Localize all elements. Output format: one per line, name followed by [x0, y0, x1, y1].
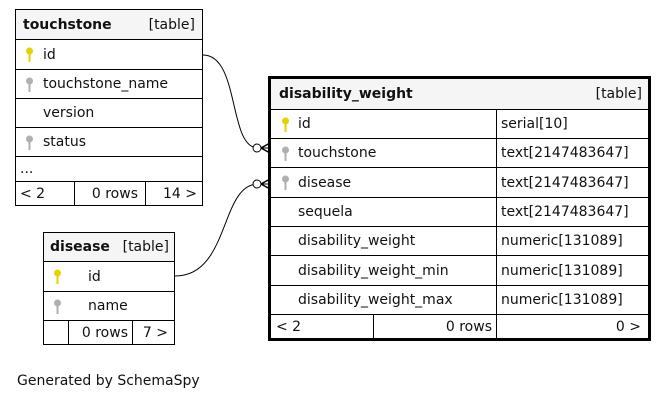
column-row: disease text[2147483647]: [271, 167, 648, 197]
table-tag: [table]: [122, 239, 169, 255]
column-type: serial[10]: [501, 116, 568, 132]
divider: [496, 198, 497, 226]
divider: [74, 182, 75, 205]
column-type: numeric[131089]: [501, 262, 623, 279]
column-name: disability_weight_max: [298, 292, 453, 308]
divider: [496, 110, 497, 138]
column-row: disability_weight_max numeric[131089]: [271, 285, 648, 314]
divider: [132, 321, 133, 344]
column-type: text[2147483647]: [501, 204, 629, 220]
column-name: id: [298, 116, 311, 132]
children-count: 14 >: [163, 185, 197, 202]
divider: [496, 227, 497, 255]
disability-weight-table: disability_weight [table] id serial[10] …: [268, 76, 651, 341]
divider: [496, 315, 497, 338]
more-columns-row: ...: [16, 156, 202, 181]
more-columns: ...: [20, 161, 34, 177]
column-type: text[2147483647]: [501, 145, 629, 161]
touchstone-link: [202, 54, 270, 149]
column-type: text[2147483647]: [501, 174, 629, 191]
table-tag: [table]: [148, 16, 195, 33]
table-header: disease [table]: [44, 233, 174, 261]
column-name: name: [88, 298, 128, 314]
table-name: disease: [50, 239, 110, 255]
divider: [496, 139, 497, 167]
divider: [145, 182, 146, 205]
primary-key-icon: [25, 47, 34, 63]
column-row: status: [16, 127, 202, 156]
column-name: id: [43, 46, 56, 63]
column-name: status: [43, 134, 87, 150]
column-row: version: [16, 98, 202, 127]
column-name: sequela: [298, 204, 353, 220]
disease-table: disease [table] id name 0 rows 7 >: [43, 232, 175, 345]
column-row: id: [16, 39, 202, 69]
row-count: 0 rows: [91, 185, 138, 202]
column-type: numeric[131089]: [501, 292, 623, 308]
parents-count: < 2: [20, 185, 46, 202]
column-row: name: [44, 291, 174, 320]
column-name: disease: [298, 174, 352, 191]
primary-key-icon: [281, 117, 290, 133]
index-key-icon: [53, 299, 62, 315]
column-name: touchstone: [298, 145, 377, 161]
table-name: disability_weight: [279, 86, 413, 102]
disease-link: [174, 183, 270, 277]
row-count: 0 rows: [445, 318, 492, 335]
table-footer: 0 rows 7 >: [44, 320, 174, 344]
column-type: numeric[131089]: [501, 233, 623, 249]
table-footer: < 2 0 rows 14 >: [16, 181, 202, 205]
table-footer: < 2 0 rows 0 >: [271, 314, 648, 338]
column-row: touchstone text[2147483647]: [271, 138, 648, 167]
column-row: id: [44, 261, 174, 291]
table-name: touchstone: [23, 16, 112, 33]
divider: [373, 315, 374, 338]
touchstone-table: touchstone [table] id touchstone_name ve…: [15, 9, 203, 206]
table-tag: [table]: [595, 86, 642, 102]
column-row: disability_weight_min numeric[131089]: [271, 255, 648, 285]
table-header: touchstone [table]: [16, 10, 202, 39]
children-count: 7 >: [142, 324, 168, 341]
index-key-icon: [281, 175, 290, 191]
column-row: sequela text[2147483647]: [271, 197, 648, 226]
primary-key-icon: [53, 269, 62, 285]
index-key-icon: [25, 135, 34, 151]
children-count: 0 >: [615, 318, 641, 335]
divider: [496, 286, 497, 314]
column-name: id: [88, 268, 101, 285]
index-key-icon: [281, 146, 290, 162]
column-name: disability_weight_min: [298, 262, 449, 279]
table-header: disability_weight [table]: [271, 79, 648, 109]
touchstone-link-origin: [252, 143, 262, 153]
generated-by-label: Generated by SchemaSpy: [17, 373, 200, 389]
row-count: 0 rows: [81, 324, 128, 341]
parents-count: < 2: [276, 318, 302, 335]
column-name: touchstone_name: [43, 76, 169, 92]
disease-link-origin: [252, 179, 262, 189]
column-row: id serial[10]: [271, 109, 648, 138]
divider: [68, 321, 69, 344]
column-name: disability_weight: [298, 233, 416, 249]
column-name: version: [43, 105, 95, 121]
index-key-icon: [25, 77, 34, 93]
divider: [496, 168, 497, 197]
divider: [496, 256, 497, 285]
column-row: disability_weight numeric[131089]: [271, 226, 648, 255]
column-row: touchstone_name: [16, 69, 202, 98]
